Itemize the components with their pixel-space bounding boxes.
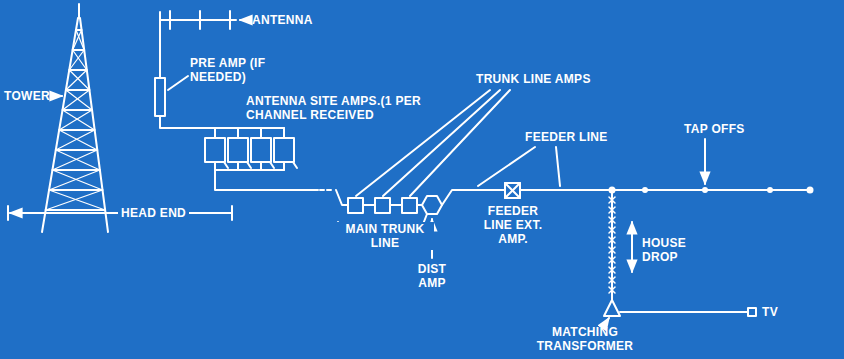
trunk-cable	[215, 170, 318, 190]
callout-label: MAIN TRUNK LINE	[336, 222, 434, 250]
callout-label: PRE AMP (IF NEEDED)	[190, 56, 280, 84]
trunk-amp-leader	[410, 90, 510, 196]
house-drop-ticks	[609, 197, 615, 293]
callout-label: HOUSE DROP	[642, 236, 694, 264]
feeder-ext-amp	[505, 183, 520, 198]
feeder-line	[520, 189, 810, 191]
callout-label: ANTENNA SITE AMPS.(1 PER CHANNEL RECEIVE…	[246, 94, 436, 122]
trunk-line-amps	[348, 198, 417, 213]
tower-leader	[54, 95, 62, 97]
tower-lattice	[42, 4, 108, 232]
antenna-site-amps	[205, 128, 297, 170]
tap-offs	[609, 187, 814, 194]
dist-amp	[422, 196, 442, 214]
feeder-line	[442, 190, 505, 205]
matching-transformer	[604, 300, 620, 316]
feeder-leader	[478, 147, 535, 186]
tap-off-leader	[704, 139, 706, 184]
feeder-leader	[556, 147, 560, 186]
pre-amp-leader	[168, 76, 188, 90]
trunk-cable-break	[320, 189, 334, 191]
head-end-dimension	[7, 206, 9, 220]
tv-set	[748, 308, 756, 316]
callout-label: HEAD END	[118, 206, 189, 220]
callout-label: TAP OFFS	[684, 122, 745, 136]
feeder-ext-amp	[505, 183, 520, 198]
feeder-ext-amp	[505, 183, 520, 198]
callout-label: TRUNK LINE AMPS	[476, 72, 591, 86]
callout-label: TV	[762, 305, 778, 319]
house-drop-arrow	[631, 222, 633, 272]
callout-label: TOWER	[4, 89, 50, 103]
head-end-dimension	[231, 206, 233, 220]
house-drop	[611, 190, 613, 300]
antenna-leader	[240, 19, 250, 21]
tv-lead	[620, 311, 748, 313]
callout-label: FEEDER LINE	[525, 130, 608, 144]
callout-label: FEEDER LINE EXT. AMP.	[476, 204, 550, 246]
transformer-leader	[605, 318, 609, 324]
pre-amp	[155, 78, 165, 116]
callout-label: MATCHING TRANSFORMER	[530, 325, 640, 353]
callout-label: DIST AMP	[412, 262, 452, 290]
callout-label: ANTENNA	[252, 13, 313, 27]
